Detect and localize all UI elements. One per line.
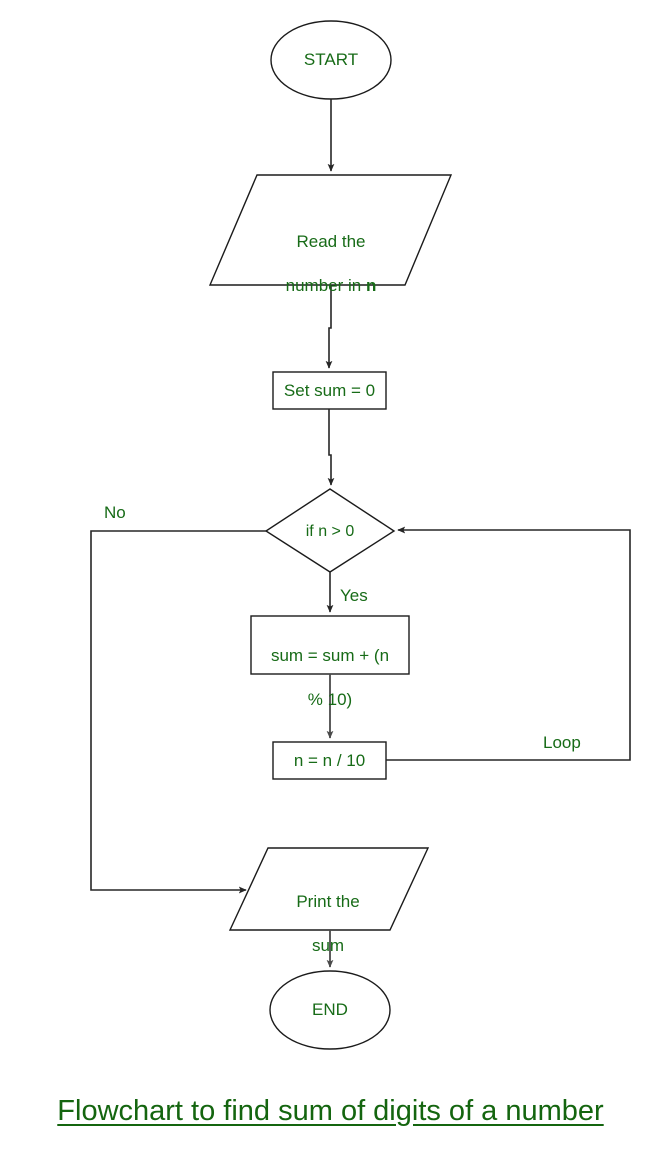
node-read-variable: n [365, 276, 377, 295]
edge-label-loop: Loop [543, 733, 581, 752]
node-accumulate-label-line1: sum = sum + (n [270, 646, 390, 665]
node-read-shape [208, 174, 453, 286]
edge-condition-no-to-print [90, 530, 266, 894]
node-initsum-shape [272, 371, 387, 410]
node-start-label: START [303, 50, 359, 69]
node-print-label-line1: Print the [296, 892, 360, 911]
node-print-shape [228, 847, 430, 931]
node-divide-label: n = n / 10 [293, 751, 366, 770]
node-condition-label: if n > 0 [305, 523, 355, 540]
edge-initsum-to-condition [327, 409, 335, 486]
node-end-label: END [312, 1000, 348, 1019]
edge-label-no: No [104, 503, 126, 522]
edge-divide-loop-to-condition [386, 526, 631, 761]
node-accumulate-shape [250, 615, 410, 675]
node-end-shape [269, 970, 391, 1050]
node-print-label-line2: sum [311, 936, 345, 955]
edge-read-to-initsum [325, 285, 333, 369]
node-accumulate-label: sum = sum + (n % 10) [253, 623, 407, 711]
node-print-label: Print the sum [248, 869, 408, 957]
edge-label-yes: Yes [340, 586, 368, 605]
node-read-label-line1: Read the [296, 232, 366, 251]
node-read-label-line2-prefix: number in [285, 276, 366, 295]
node-initsum-label: Set sum = 0 [283, 381, 376, 400]
node-read-label: Read the number in n [247, 209, 415, 297]
page-title: Flowchart to find sum of digits of a num… [57, 1095, 604, 1127]
node-accumulate-label-line2: % 10) [307, 690, 353, 709]
